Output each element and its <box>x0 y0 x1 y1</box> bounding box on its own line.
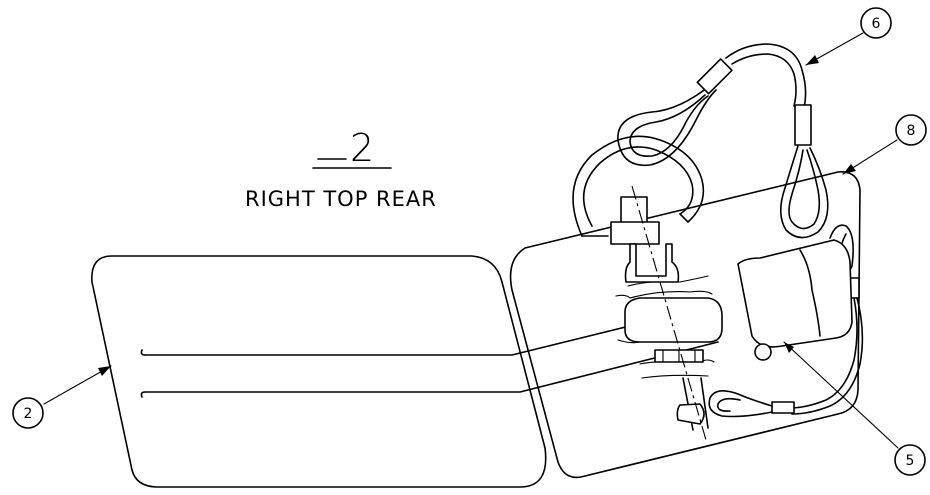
callout-6: 6 <box>805 7 892 66</box>
callout-2: 2 <box>12 365 112 429</box>
ferrule-middle <box>794 104 812 146</box>
callout-5: 5 <box>783 341 926 476</box>
cap <box>737 239 853 361</box>
callout-6-label: 6 <box>872 16 881 32</box>
ferrule-top <box>696 58 733 95</box>
callout-8: 8 <box>842 114 927 175</box>
view-number: 2 <box>350 126 374 170</box>
bolt-head <box>620 196 648 224</box>
view-title: 2 RIGHT TOP REAR <box>245 126 437 211</box>
bolt-centerline <box>631 185 707 441</box>
bolt-washer <box>610 221 660 245</box>
lanyard-cable <box>617 43 864 418</box>
mount-hole <box>754 343 772 361</box>
bolt <box>610 185 709 441</box>
callout-2-label: 2 <box>24 406 33 422</box>
d-ring <box>572 135 705 237</box>
bolt-shank <box>624 243 680 283</box>
paddle-plate <box>91 255 547 488</box>
view-caption: RIGHT TOP REAR <box>245 187 437 211</box>
callout-5-label: 5 <box>906 453 915 469</box>
ferrule-bottom <box>771 401 795 414</box>
callout-8-label: 8 <box>907 123 916 139</box>
